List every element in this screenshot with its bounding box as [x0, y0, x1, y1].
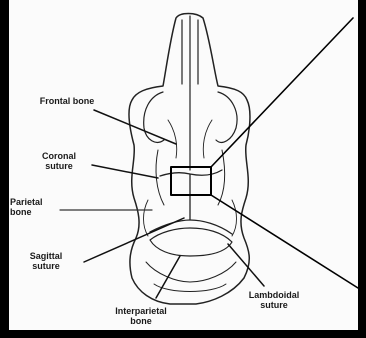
- leader-coronal: [92, 165, 158, 178]
- occipital-contour: [146, 262, 236, 292]
- label-coronal-suture: Coronal suture: [28, 151, 90, 171]
- leader-sagittal: [84, 218, 184, 262]
- label-frontal-bone: Frontal bone: [20, 96, 114, 106]
- zygomatic-arch-right: [216, 92, 237, 142]
- zoom-line-top: [211, 18, 353, 167]
- nasal-line: [182, 16, 198, 86]
- label-sagittal-suture: Sagittal suture: [16, 251, 76, 271]
- label-lambdoidal-suture: Lambdoidal suture: [236, 290, 312, 310]
- coronal-suture-line: [160, 170, 222, 176]
- zoom-line-bottom: [211, 195, 358, 288]
- label-interparietal-bone: Interparietal bone: [96, 306, 186, 326]
- zoom-box: [171, 167, 211, 195]
- leader-frontal: [94, 110, 176, 144]
- leader-interparietal: [156, 256, 180, 298]
- label-parietal-bone: Parietal bone: [10, 197, 58, 217]
- interparietal-outline: [150, 228, 232, 256]
